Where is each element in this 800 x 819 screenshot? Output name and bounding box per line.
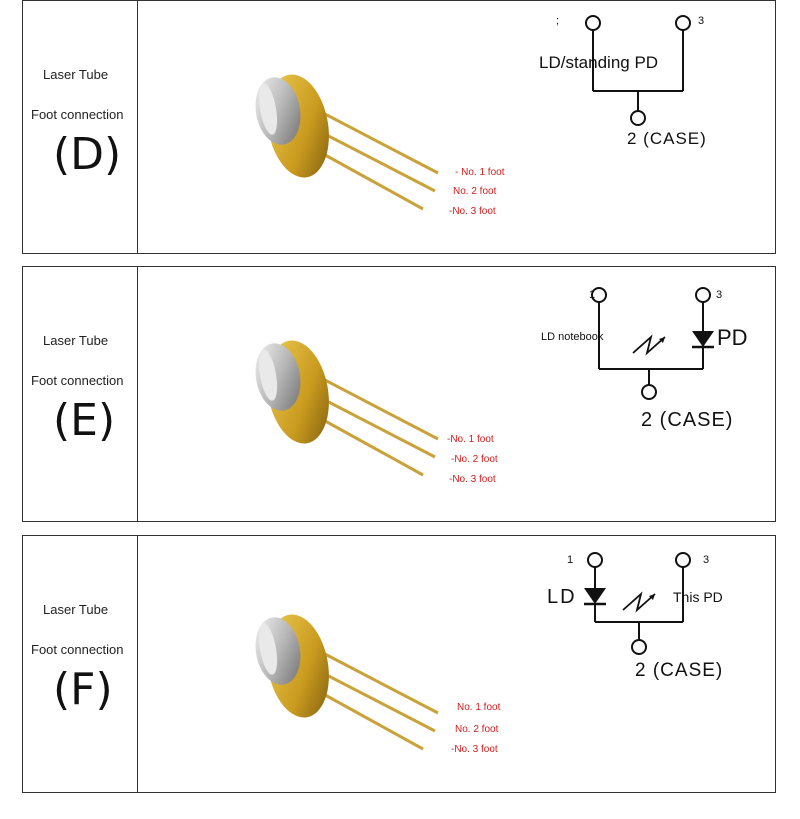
- pin-2-label: No. 2 foot: [455, 724, 499, 735]
- panel-e: Laser Tube Foot connection (E) -No. 1 fo…: [22, 266, 776, 522]
- foot-connection-label: Foot connection: [31, 642, 124, 657]
- schematic-pin-1-number: 1: [589, 289, 596, 301]
- pin-3-label: -No. 3 foot: [451, 744, 498, 755]
- schematic-pin-3-number: 3: [703, 554, 710, 566]
- pin-3-label: -No. 3 foot: [449, 206, 496, 217]
- pin-schematic-diagram: [585, 15, 691, 126]
- pin-schematic-diagram: [584, 552, 691, 655]
- configuration-letter: (F): [53, 664, 113, 715]
- panel-d-label-column: Laser Tube Foot connection (D): [23, 1, 138, 253]
- configuration-letter: (D): [53, 129, 122, 180]
- schematic-pin-3-number: 3: [698, 15, 705, 27]
- pin-3-label: -No. 3 foot: [449, 474, 496, 485]
- foot-connection-label: Foot connection: [31, 373, 124, 388]
- schematic-pin-1-number: ;: [556, 15, 560, 27]
- pin-1-label: -No. 1 foot: [447, 434, 494, 445]
- schematic-ld-label: LD: [547, 586, 577, 608]
- pin-2-label: No. 2 foot: [453, 186, 497, 197]
- pin-schematic-diagram: [591, 287, 714, 400]
- foot-connection-label: Foot connection: [31, 107, 124, 122]
- laser-tube-label: Laser Tube: [43, 67, 109, 82]
- laser-diode-photo: [255, 614, 439, 751]
- laser-diode-photo: [255, 340, 439, 477]
- schematic-case-label: 2 (CASE): [635, 660, 724, 681]
- laser-tube-label: Laser Tube: [43, 333, 109, 348]
- schematic-title: LD/standing PD: [539, 53, 659, 72]
- panel-f: Laser Tube Foot connection (F) No. 1 foo…: [22, 535, 776, 793]
- pin-1-label: - No. 1 foot: [455, 167, 505, 178]
- pin-1-label: No. 1 foot: [457, 702, 501, 713]
- configuration-letter: (E): [53, 395, 116, 446]
- schematic-title: LD notebook: [541, 331, 604, 343]
- pin-2-label: -No. 2 foot: [451, 454, 498, 465]
- schematic-pd-label: PD: [717, 325, 748, 350]
- panel-d: Laser Tube Foot connection (D) - No. 1 f…: [22, 0, 776, 254]
- schematic-case-label: 2 (CASE): [627, 129, 707, 148]
- schematic-pin-3-number: 3: [716, 289, 723, 301]
- panel-e-label-column: Laser Tube Foot connection (E): [23, 267, 138, 521]
- schematic-title: This PD: [673, 589, 723, 605]
- panel-f-label-column: Laser Tube Foot connection (F): [23, 536, 138, 792]
- laser-tube-label: Laser Tube: [43, 602, 109, 617]
- schematic-pin-1-number: 1: [567, 554, 574, 566]
- laser-diode-photo: [255, 74, 439, 211]
- schematic-case-label: 2 (CASE): [641, 409, 734, 431]
